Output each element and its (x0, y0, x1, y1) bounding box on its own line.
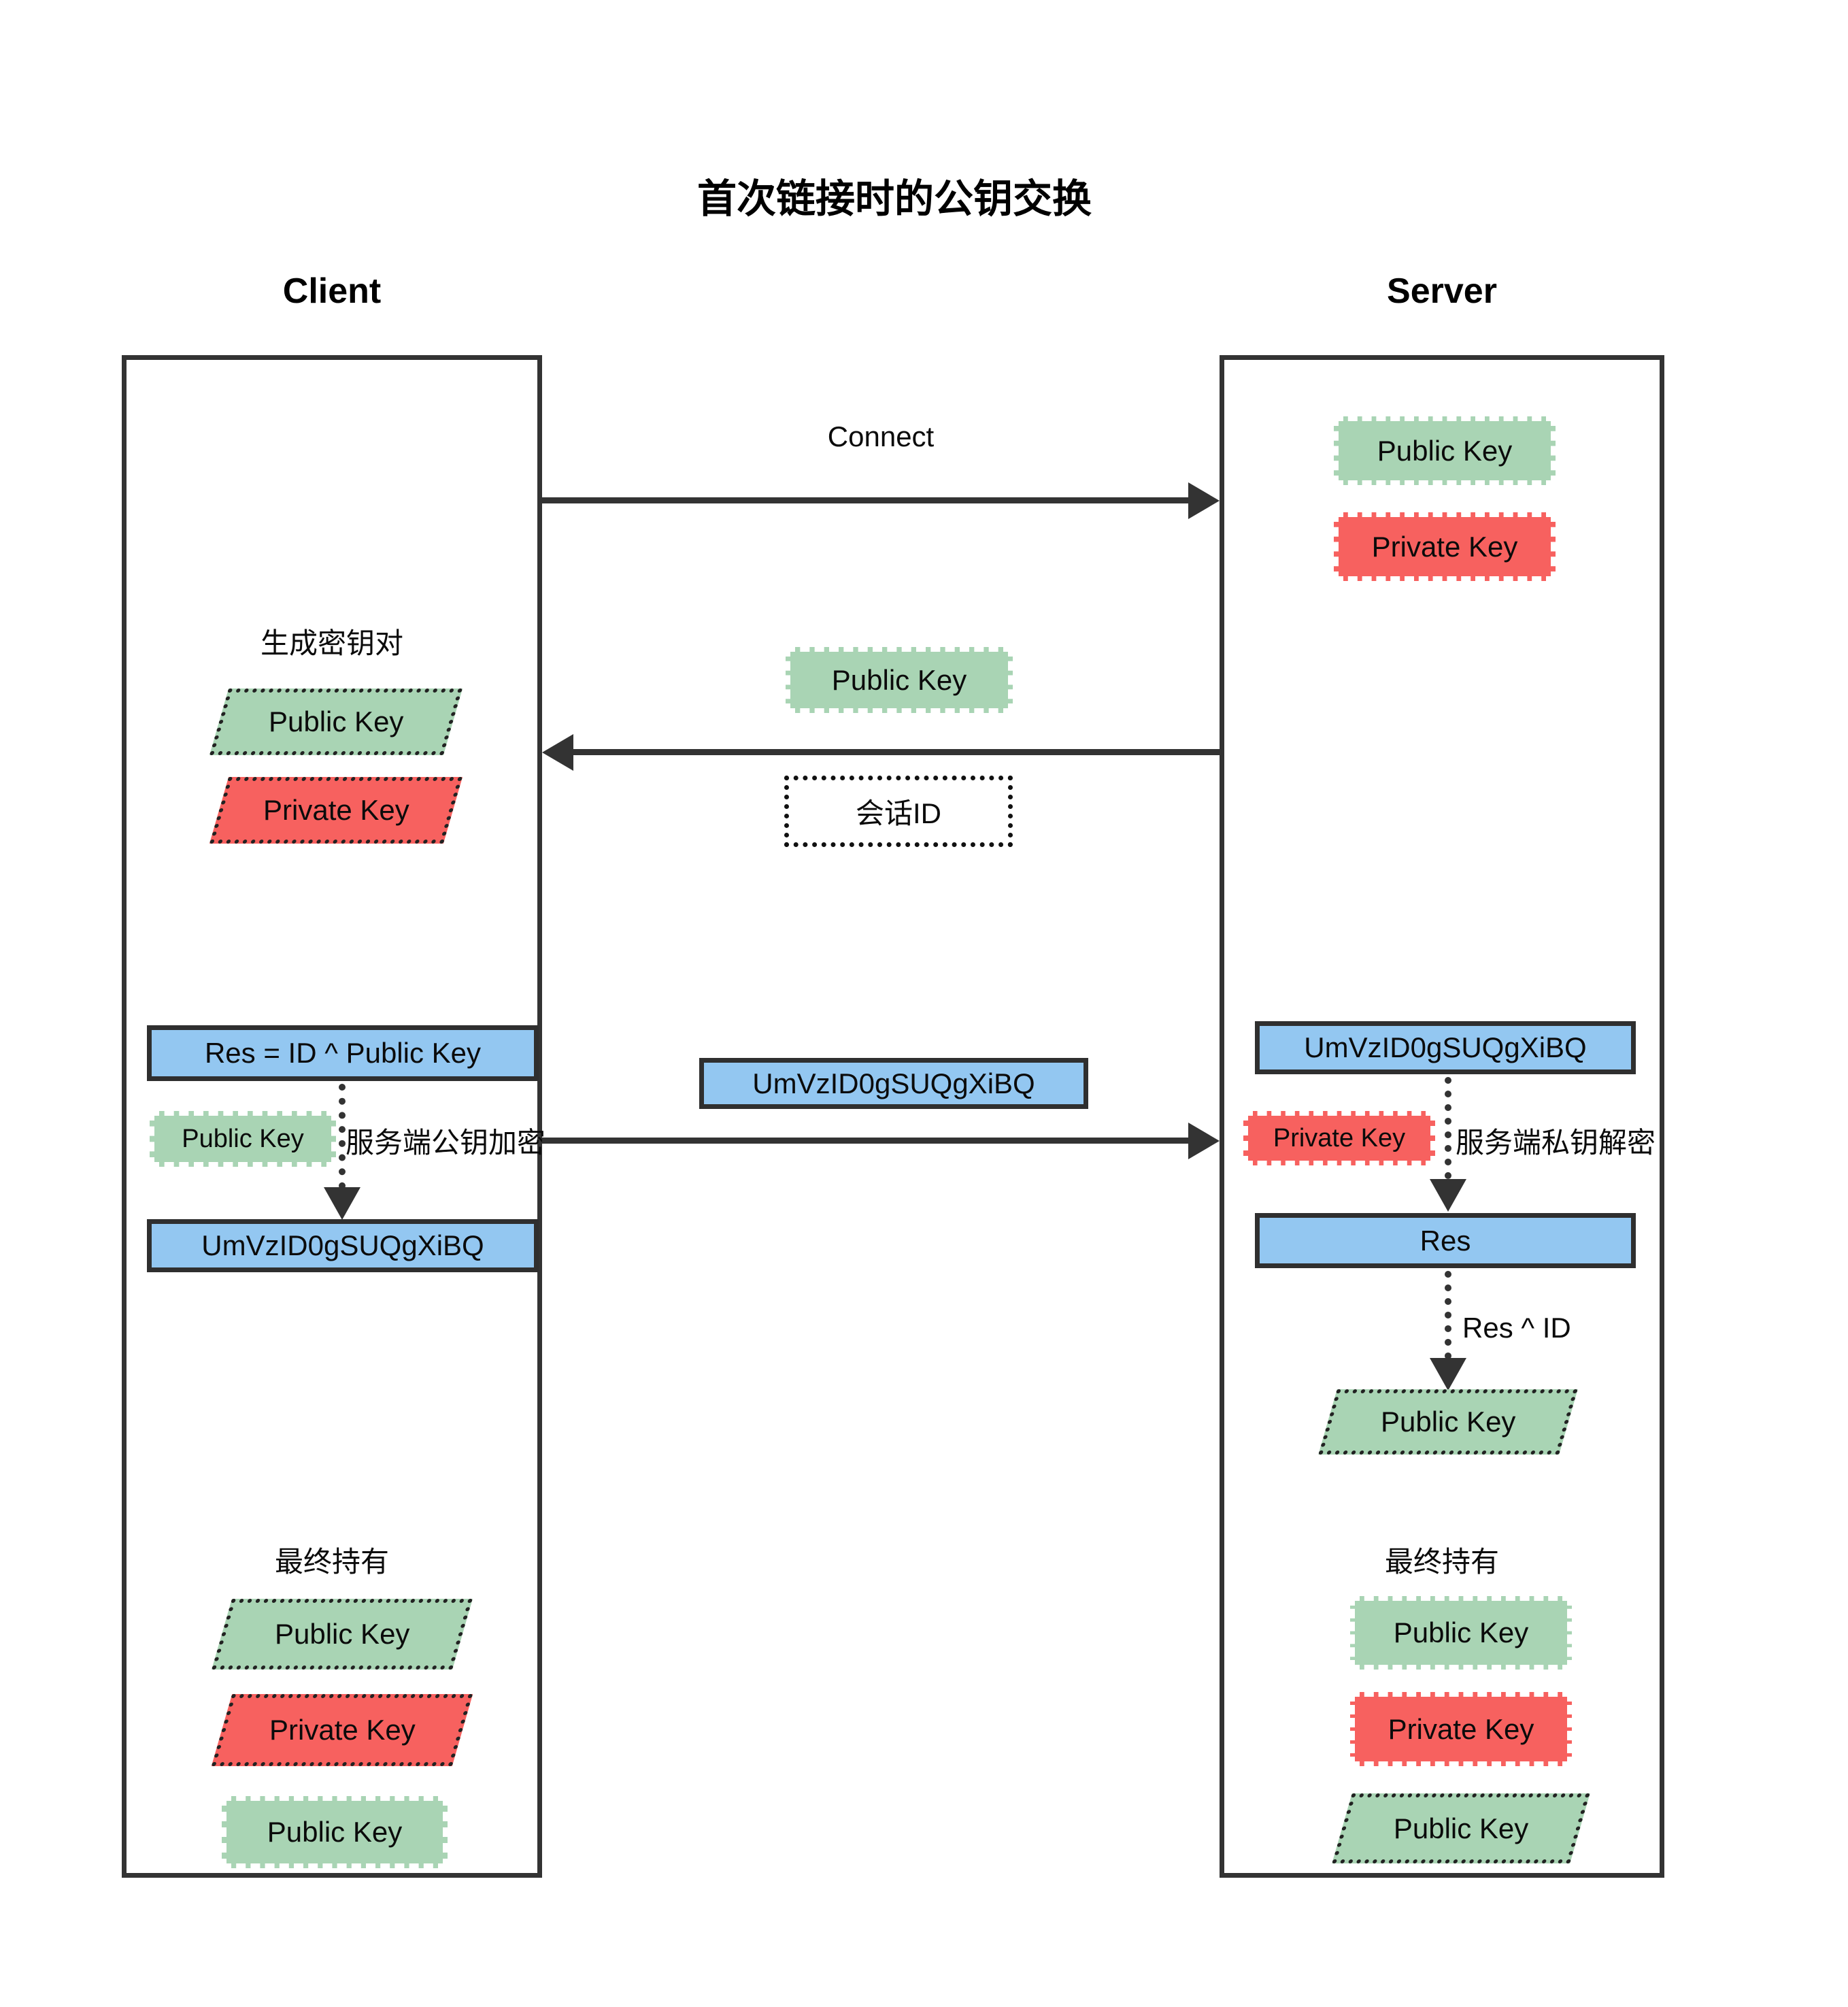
client-public-key-text: Public Key (268, 706, 404, 737)
server-derive-arrowhead-icon (1430, 1358, 1466, 1391)
cipher-arrow-line (542, 1138, 1190, 1144)
server-decrypt-arrowhead-icon (1430, 1179, 1466, 1212)
client-encrypt-note: 服务端公钥加密 (346, 1127, 546, 1159)
server-final-label: 最终持有 (1384, 1546, 1499, 1578)
server-res-box: Res (1255, 1213, 1636, 1268)
diagram-title: 首次链接时的公钥交换 (696, 177, 1092, 221)
client-final-server-public-key-box: Public Key (222, 1796, 448, 1868)
client-private-key-text: Private Key (263, 794, 409, 826)
message-public-key-box: Public Key (786, 647, 1013, 713)
server-final-public-key-box: Public Key (1350, 1596, 1572, 1670)
client-final-label: 最终持有 (274, 1546, 389, 1578)
server-lifeline-box (1220, 355, 1664, 1878)
client-final-public-key-parallelogram: Public Key (212, 1599, 473, 1670)
server-decrypt-dotted-line (1445, 1077, 1451, 1179)
connect-arrowhead-icon (1188, 482, 1220, 519)
server-derive-label: Res ^ ID (1462, 1312, 1571, 1344)
client-final-public-key-text: Public Key (274, 1618, 410, 1650)
client-public-key-parallelogram: Public Key (209, 689, 463, 755)
server-final-client-public-key-parallelogram: Public Key (1332, 1793, 1590, 1863)
server-derived-public-key-parallelogram: Public Key (1318, 1389, 1578, 1455)
client-lifeline-box (122, 355, 542, 1878)
client-cipher-box: UmVzID0gSUQgXiBQ (147, 1219, 539, 1272)
return-arrow-line (573, 749, 1220, 755)
cipher-arrowhead-icon (1188, 1123, 1220, 1159)
connect-arrow-line (542, 497, 1190, 503)
server-decrypt-key-box: Private Key (1243, 1111, 1435, 1165)
server-received-cipher-box: UmVzID0gSUQgXiBQ (1255, 1021, 1636, 1074)
server-decrypt-note: 服务端私钥解密 (1456, 1127, 1656, 1159)
server-private-key-box: Private Key (1334, 512, 1556, 581)
client-final-private-key-text: Private Key (269, 1714, 416, 1746)
client-final-private-key-parallelogram: Private Key (211, 1694, 473, 1766)
client-keygen-label: 生成密钥对 (260, 627, 403, 659)
server-header: Server (1387, 271, 1497, 311)
client-res-formula-box: Res = ID ^ Public Key (147, 1025, 539, 1081)
server-final-private-key-box: Private Key (1350, 1692, 1572, 1766)
session-id-box: 会话ID (784, 776, 1013, 847)
server-derived-public-key-text: Public Key (1380, 1406, 1516, 1438)
client-encrypt-dotted-line (339, 1084, 346, 1189)
return-arrowhead-icon (542, 734, 573, 771)
client-private-key-parallelogram: Private Key (209, 777, 463, 844)
server-public-key-box: Public Key (1334, 416, 1556, 485)
connect-label: Connect (827, 420, 935, 452)
message-cipher-box: UmVzID0gSUQgXiBQ (699, 1058, 1088, 1109)
client-encrypt-key-box: Public Key (150, 1111, 336, 1167)
server-derive-dotted-line (1445, 1271, 1451, 1359)
server-final-client-public-key-text: Public Key (1393, 1812, 1529, 1844)
client-header: Client (282, 271, 382, 311)
client-encrypt-arrowhead-icon (324, 1187, 360, 1220)
